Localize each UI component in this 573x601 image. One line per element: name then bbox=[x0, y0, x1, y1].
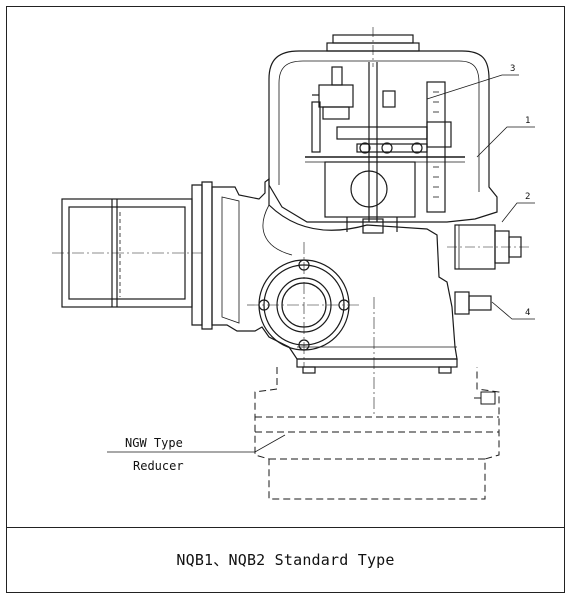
actuator-drawing: 3 1 2 4 NGW Type Reducer bbox=[52, 27, 535, 500]
control-box bbox=[268, 27, 498, 234]
reducer bbox=[254, 367, 500, 500]
callout-3: 3 bbox=[510, 64, 515, 74]
drawing-frame: 3 1 2 4 NGW Type Reducer NQB1、NQB2 Stand… bbox=[6, 6, 565, 593]
output-flange bbox=[247, 242, 362, 367]
drawing-area: 3 1 2 4 NGW Type Reducer bbox=[7, 7, 564, 528]
cable-gland bbox=[447, 224, 532, 270]
title-block: NQB1、NQB2 Standard Type bbox=[7, 527, 564, 592]
gear-housing bbox=[211, 177, 458, 360]
motor bbox=[52, 181, 213, 330]
callout-4: 4 bbox=[525, 308, 530, 318]
leader-lines bbox=[107, 74, 535, 453]
handwheel-shaft bbox=[454, 291, 492, 315]
reducer-label-line1: NGW Type bbox=[125, 436, 183, 450]
reducer-label-line2: Reducer bbox=[133, 459, 184, 473]
callout-2: 2 bbox=[525, 192, 530, 202]
drawing-title: NQB1、NQB2 Standard Type bbox=[176, 551, 395, 569]
callout-1: 1 bbox=[525, 116, 530, 126]
